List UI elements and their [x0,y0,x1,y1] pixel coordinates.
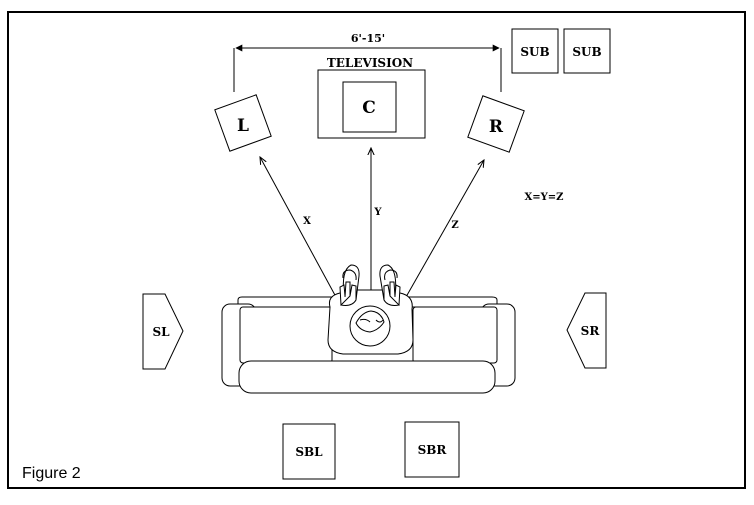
dimension-label: 6'-15' [351,32,385,45]
speaker-surround-back-left [282,423,336,480]
sofa [221,296,516,394]
speaker-surround-right [566,292,607,369]
speaker-surround-back-left-label: SBL [295,445,323,459]
speaker-surround-left [142,293,184,370]
figure-caption: Figure 2 [22,465,81,482]
outer-frame [7,11,746,489]
width-dimension [233,44,502,92]
distance-x-label: X [303,216,311,227]
television-label: TELEVISION [327,56,413,70]
speaker-surround-back-right-label: SBR [418,443,448,457]
speaker-surround-back-right [404,421,460,478]
arrow-x [260,157,337,298]
distance-arrows [260,148,484,299]
subwoofer-2 [563,28,611,74]
speaker-right [467,95,525,153]
speaker-surround-left-label: SL [152,325,170,339]
subwoofer-2-label: SUB [572,45,601,59]
distance-z-label: Z [451,220,458,231]
subwoofer-1-label: SUB [520,45,549,59]
speaker-left-label: L [237,116,249,136]
person [327,264,414,355]
distance-y-label: Y [373,207,382,218]
speaker-surround-right-label: SR [581,324,601,338]
speaker-left [214,94,272,152]
speaker-center [342,81,397,133]
equation-label: X=Y=Z [525,192,564,203]
arrow-z [405,160,484,298]
subwoofer-1 [511,28,559,74]
television [317,69,426,139]
speaker-center-label: C [362,98,376,118]
speaker-right-label: R [489,117,504,137]
